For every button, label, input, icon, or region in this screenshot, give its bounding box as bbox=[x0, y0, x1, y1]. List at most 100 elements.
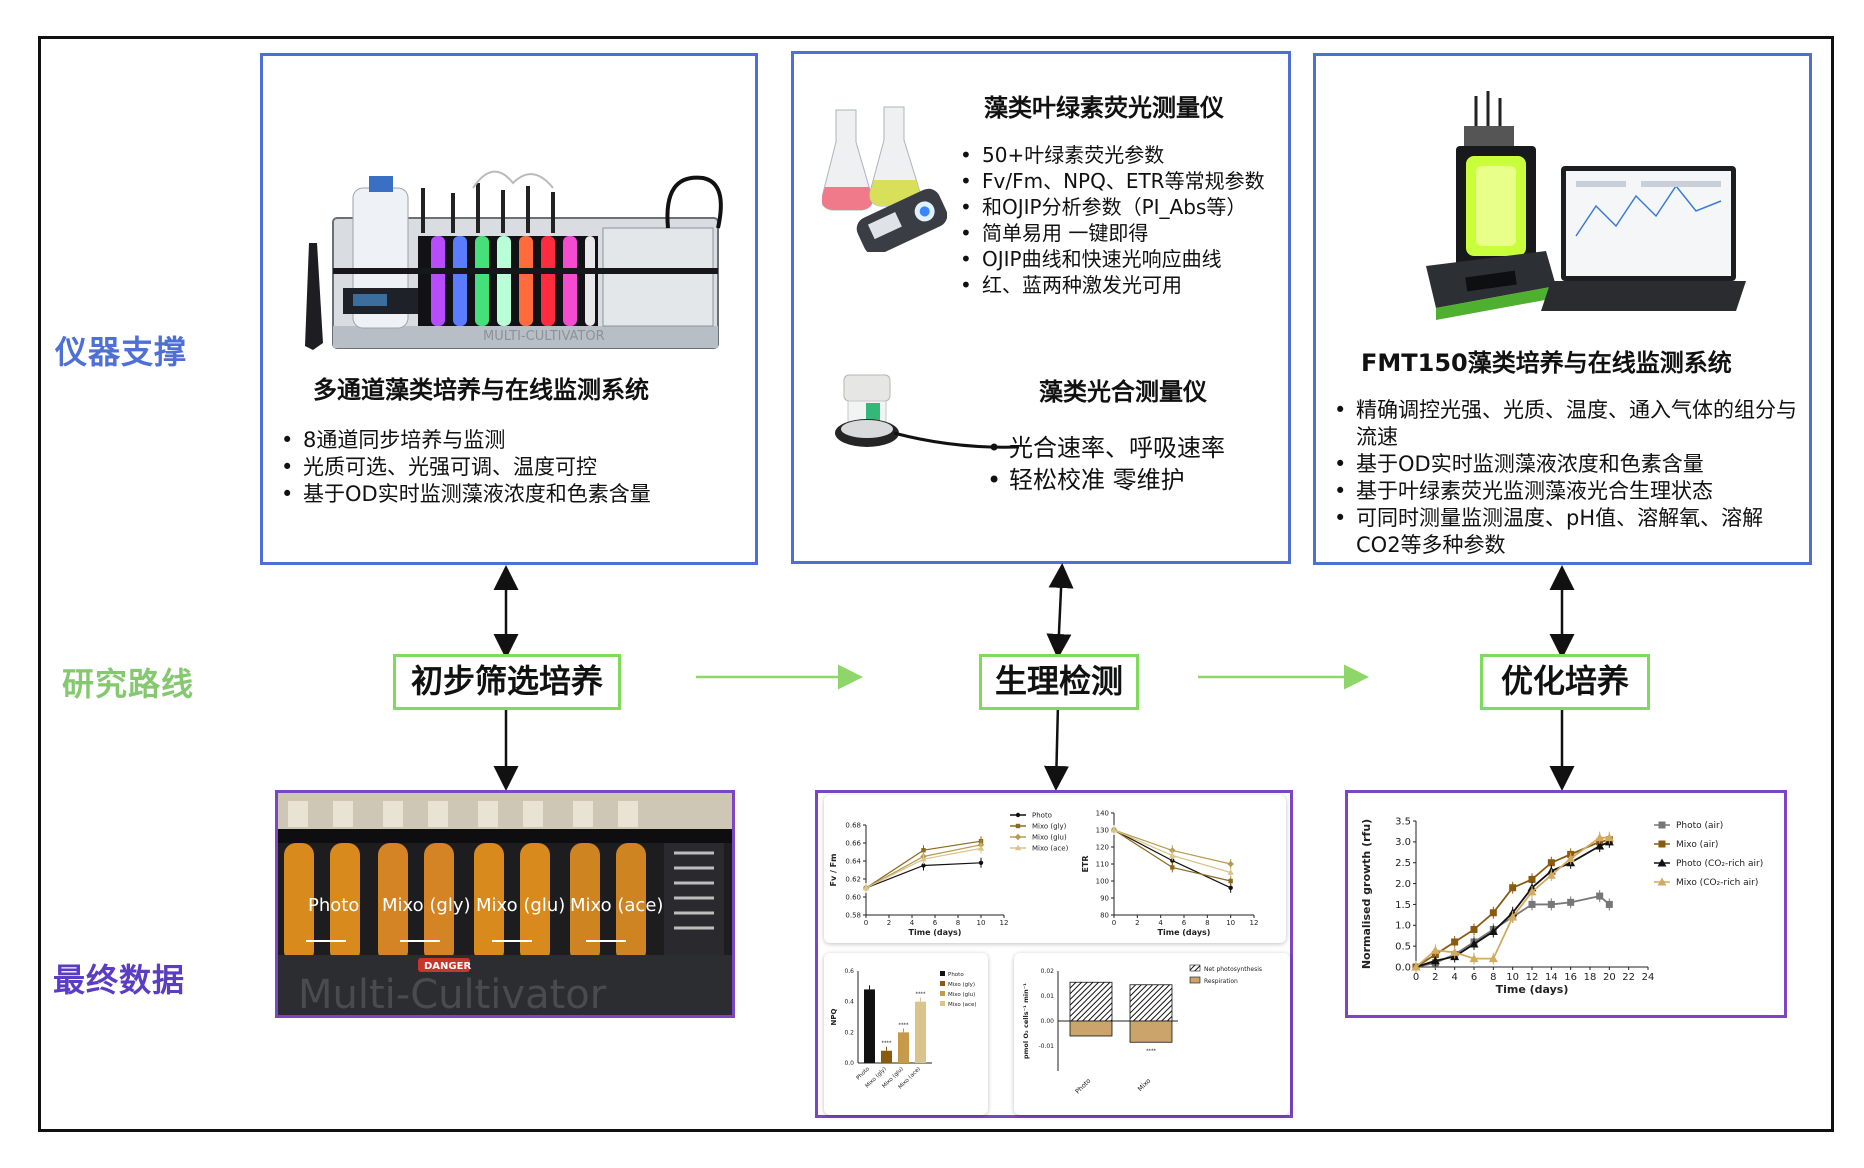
data-point bbox=[1170, 865, 1175, 870]
y-tick-label: 0.0 bbox=[844, 1060, 854, 1067]
x-tick-label: 0 bbox=[1112, 919, 1116, 927]
box1-title: 多通道藻类培养与在线监测系统 bbox=[313, 376, 649, 404]
bar bbox=[915, 1001, 926, 1063]
series-line bbox=[1415, 895, 1610, 968]
row-label-instrument: 仪器支撑 bbox=[55, 333, 188, 371]
legend-label: Mixo (air) bbox=[1676, 840, 1718, 850]
data-point bbox=[921, 863, 926, 868]
legend-label: Mixo (CO₂-rich air) bbox=[1676, 878, 1758, 888]
data-point bbox=[1488, 927, 1498, 936]
y-tick-label: 0.58 bbox=[845, 911, 861, 919]
instrument-box-fluorometer: 藻类叶绿素荧光测量仪 50+叶绿素荧光参数 Fv/Fm、NPQ、ETR等常规参数… bbox=[791, 51, 1291, 564]
significance-label: **** bbox=[1146, 1048, 1157, 1054]
y-tick-label: 0.01 bbox=[1041, 993, 1055, 1000]
data-point bbox=[1451, 938, 1459, 946]
legend-marker bbox=[1015, 812, 1021, 818]
box3-feature-item: 基于叶绿素荧光监测藻液光合生理状态 bbox=[1328, 478, 1798, 505]
x-tick-label: 4 bbox=[1451, 972, 1457, 983]
legend-swatch bbox=[940, 1001, 945, 1006]
legend-label: Photo bbox=[1032, 811, 1052, 819]
instrument-box-multicultivator: MULTI-CULTIVATOR 多通道藻类培养与在线监测系统 8通道同步培养与… bbox=[260, 53, 758, 565]
box2-title1: 藻类叶绿素荧光测量仪 bbox=[984, 94, 1224, 122]
legend-marker bbox=[1014, 844, 1022, 851]
y-tick-label: 80 bbox=[1100, 911, 1109, 919]
data-point bbox=[1110, 826, 1118, 833]
double-arrow-box2-route bbox=[1046, 563, 1074, 659]
data-point bbox=[1227, 860, 1234, 868]
legend-label: Mixo (ace) bbox=[948, 1002, 977, 1008]
row-label-route: 研究路线 bbox=[62, 665, 195, 703]
data-point bbox=[1430, 956, 1440, 965]
y-tick-label: 0.62 bbox=[845, 875, 861, 883]
legend-label: Photo bbox=[948, 972, 964, 978]
y-tick-label: 140 bbox=[1096, 809, 1109, 817]
legend-swatch bbox=[1189, 976, 1201, 984]
x-tick-label: 0 bbox=[1413, 972, 1419, 983]
bar bbox=[881, 1050, 892, 1063]
x-tick-label: 10 bbox=[1506, 972, 1519, 983]
x-tick-label: 6 bbox=[1471, 972, 1477, 983]
y-axis-label: Fv / Fm bbox=[829, 854, 838, 887]
box2-feature-item: 光合速率、呼吸速率 bbox=[981, 432, 1225, 464]
legend-label: Respiration bbox=[1204, 978, 1238, 985]
x-tick-label: 8 bbox=[1205, 919, 1209, 927]
bar bbox=[1129, 984, 1173, 1022]
data-point bbox=[1169, 852, 1176, 858]
x-tick-label: 20 bbox=[1603, 972, 1616, 983]
legend-label: Photo (air) bbox=[1676, 821, 1723, 831]
category-label: Photo bbox=[1074, 1077, 1093, 1096]
y-tick-label: 0.5 bbox=[1395, 941, 1411, 952]
y-tick-label: 120 bbox=[1096, 843, 1109, 851]
y-tick-label: 0.68 bbox=[845, 821, 861, 829]
box2-feature-item: 和OJIP分析参数（PI_Abs等） bbox=[954, 194, 1265, 220]
y-tick-label: 110 bbox=[1096, 860, 1109, 868]
bar bbox=[898, 1032, 909, 1063]
y-tick-label: 100 bbox=[1096, 877, 1109, 885]
box2-feature-item: 50+叶绿素荧光参数 bbox=[954, 142, 1265, 168]
fmt150-photo bbox=[1426, 91, 1746, 320]
bar bbox=[1069, 981, 1113, 1022]
data-point bbox=[1469, 954, 1479, 963]
x-axis-label: Time (days) bbox=[909, 928, 962, 937]
bar bbox=[1069, 1020, 1113, 1037]
y-tick-label: -0.01 bbox=[1038, 1043, 1054, 1050]
significance-label: **** bbox=[882, 1041, 893, 1047]
data-point bbox=[1228, 878, 1233, 884]
y-tick-label: 0.64 bbox=[845, 857, 861, 865]
data-point bbox=[1470, 925, 1478, 933]
data-point bbox=[1566, 854, 1576, 863]
x-tick-label: 22 bbox=[1622, 972, 1635, 983]
y-tick-label: 3.5 bbox=[1395, 816, 1411, 827]
box3-feature-list: 精确调控光强、光质、温度、通入气体的组分与流速 基于OD实时监测藻液浓度和色素含… bbox=[1328, 397, 1798, 559]
data-point bbox=[1596, 892, 1604, 900]
box2-feature-item: 红、蓝两种激发光可用 bbox=[954, 272, 1265, 298]
y-tick-label: 0.6 bbox=[844, 968, 854, 975]
data-point bbox=[1170, 858, 1175, 863]
instrument-box-fmt150: FMT150藻类培养与在线监测系统 精确调控光强、光质、温度、通入气体的组分与流… bbox=[1313, 53, 1812, 565]
y-tick-label: 2.0 bbox=[1395, 879, 1411, 890]
x-tick-label: 12 bbox=[1526, 972, 1539, 983]
box2-feature-item: 轻松校准 零维护 bbox=[981, 464, 1225, 496]
data-point bbox=[1411, 962, 1421, 971]
svg-text:Multi-Cultivator: Multi-Cultivator bbox=[298, 972, 607, 1015]
x-axis-label: Time (days) bbox=[1158, 928, 1211, 937]
data-point bbox=[920, 856, 927, 862]
route-step-screening: 初步筛选培养 bbox=[393, 654, 621, 710]
box3-feature-item: 基于OD实时监测藻液浓度和色素含量 bbox=[1328, 451, 1798, 478]
legend-marker bbox=[1657, 877, 1667, 886]
multi-cultivator-photo: MULTI-CULTIVATOR bbox=[303, 118, 733, 368]
y-tick-label: 0.60 bbox=[845, 893, 861, 901]
legend-label: Mixo (gly) bbox=[1032, 822, 1067, 830]
row-label-data: 最终数据 bbox=[53, 961, 186, 999]
x-tick-label: 0 bbox=[864, 919, 868, 927]
series-line bbox=[1415, 838, 1610, 968]
data-point bbox=[1469, 939, 1479, 948]
box2-title2: 藻类光合测量仪 bbox=[1039, 378, 1207, 406]
